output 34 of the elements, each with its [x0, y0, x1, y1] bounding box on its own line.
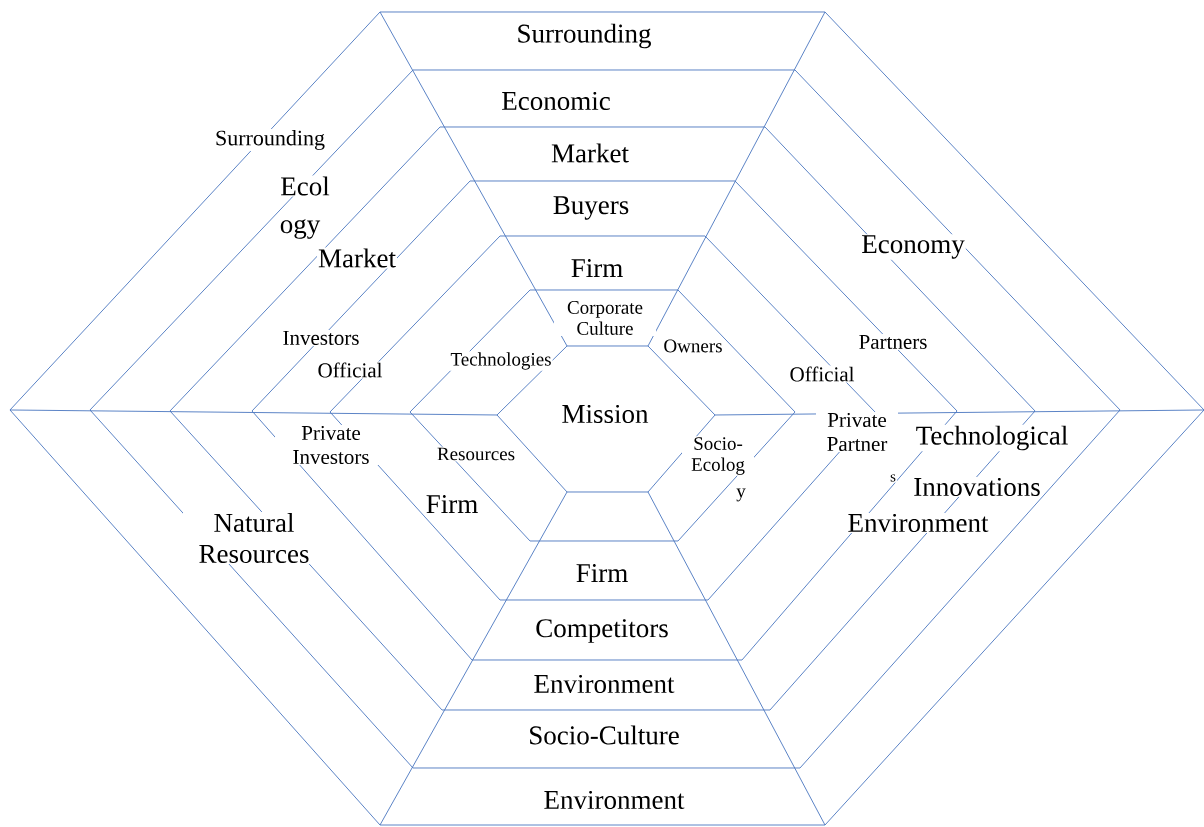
- ring-label: Economy: [860, 234, 966, 260]
- ring-label: Investors: [281, 330, 361, 346]
- ring-label: Official: [788, 365, 856, 383]
- ring-label: Competitors: [534, 618, 670, 644]
- ring-label: s: [889, 473, 897, 483]
- ring-label: Surrounding: [214, 129, 326, 151]
- ring-label: y: [735, 487, 747, 503]
- ring-label: Corporate Culture: [554, 300, 656, 336]
- ring-label: Innovations: [912, 476, 1042, 498]
- ring-label: Technological: [914, 424, 1070, 452]
- ring-label: Ecol: [279, 175, 331, 197]
- ring-label: Firm: [424, 494, 480, 514]
- ring-label: Environment: [532, 673, 676, 695]
- ring-label: Market: [317, 247, 397, 269]
- ring-label: Private Partner: [816, 411, 898, 453]
- ring-label: Socio-Culture: [527, 724, 681, 746]
- ring-label: Owners: [662, 338, 724, 354]
- ring-label: Environment: [542, 789, 686, 811]
- ring-label: Socio-Ecolog: [682, 436, 754, 476]
- ring-label: Resources: [435, 446, 517, 462]
- ring-label: Environment: [846, 512, 990, 534]
- ring-label: Mission: [560, 403, 650, 425]
- ring-label: Economic: [500, 90, 612, 112]
- ring-label: Partners: [857, 334, 929, 350]
- ring-label: ogy: [278, 218, 322, 240]
- ring-label: Buyers: [551, 195, 631, 221]
- ring-label: Official: [316, 361, 384, 379]
- ring-label: Technologies: [449, 351, 553, 371]
- ring-label: Market: [550, 142, 630, 164]
- ring-label: Surrounding: [515, 22, 653, 50]
- ring-label: Firm: [569, 258, 625, 278]
- ring-label: Private Investors: [275, 424, 387, 466]
- ring-label: Natural Resources: [183, 512, 325, 564]
- ring-label: Firm: [574, 563, 630, 583]
